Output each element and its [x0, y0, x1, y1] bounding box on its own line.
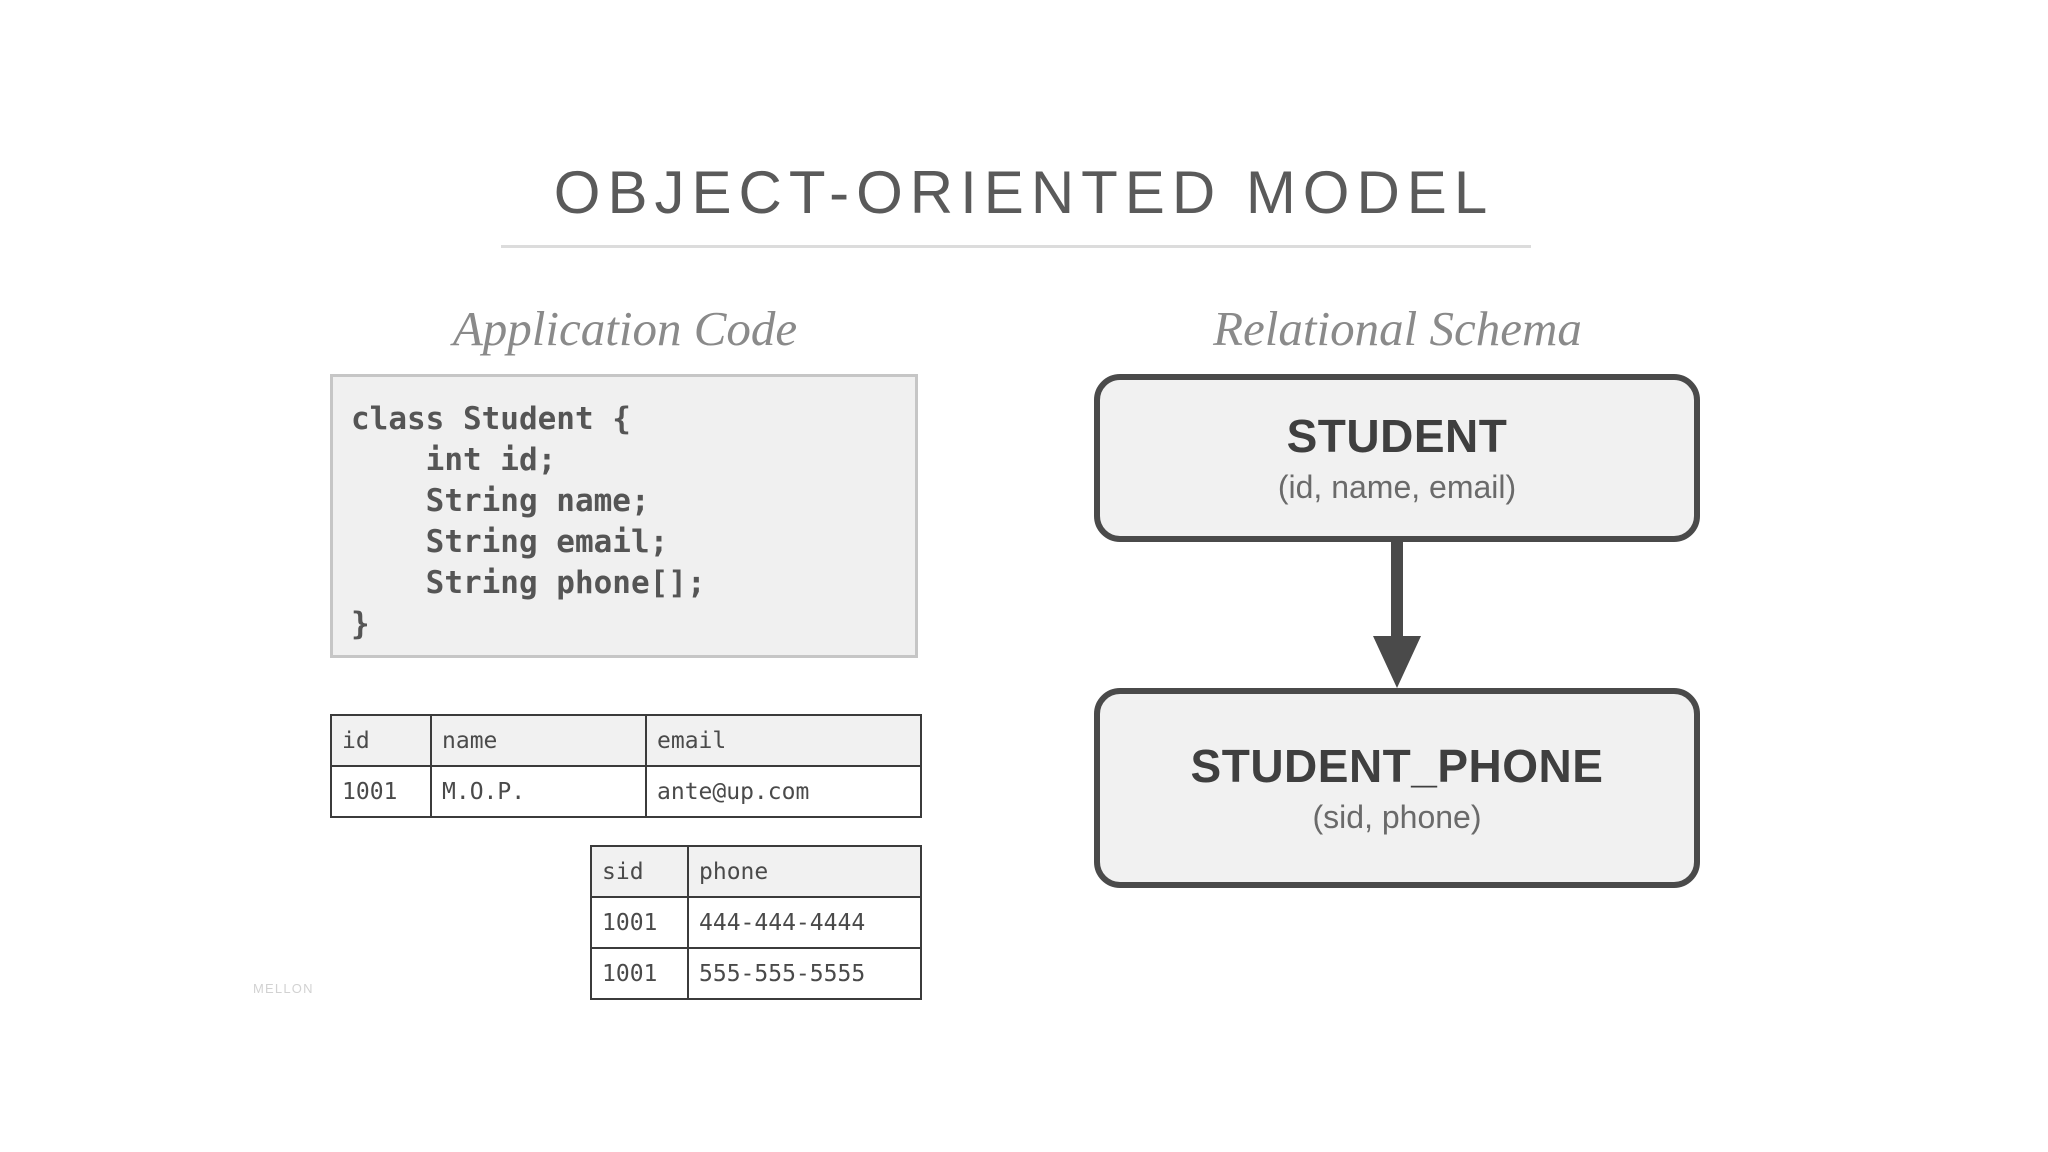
cell-email: ante@up.com	[645, 765, 922, 818]
cell-name: M.O.P.	[430, 765, 647, 818]
column-header-name: name	[430, 714, 647, 767]
cell-sid: 1001	[590, 947, 689, 1000]
relation-attributes: (id, name, email)	[1277, 469, 1517, 506]
table-header-row: sid phone	[590, 845, 922, 898]
application-code-heading: Application Code	[452, 301, 798, 356]
column-header-email: email	[645, 714, 922, 767]
code-block-text: class Student { int id; String name; Str…	[351, 401, 706, 642]
student-instance-table: id name email 1001 M.O.P. ante@up.com	[330, 714, 922, 818]
title-divider	[501, 245, 1531, 248]
cell-phone: 444-444-4444	[687, 896, 922, 949]
table-row: 1001 555-555-5555	[590, 947, 922, 1000]
column-header-id: id	[330, 714, 432, 767]
table-header-row: id name email	[330, 714, 922, 767]
column-header-phone: phone	[687, 845, 922, 898]
table-row: 1001 444-444-4444	[590, 896, 922, 949]
relation-name: STUDENT	[1286, 410, 1508, 463]
table-row: 1001 M.O.P. ante@up.com	[330, 765, 922, 818]
relation-name: STUDENT_PHONE	[1190, 740, 1604, 793]
column-header-sid: sid	[590, 845, 689, 898]
code-block: class Student { int id; String name; Str…	[330, 374, 918, 658]
cell-id: 1001	[330, 765, 432, 818]
arrow-down-icon	[1373, 540, 1421, 688]
watermark: MELLON	[253, 981, 314, 996]
relation-box-student-phone: STUDENT_PHONE (sid, phone)	[1094, 688, 1700, 888]
page-title: OBJECT-ORIENTED MODEL	[553, 159, 1495, 226]
relation-box-student: STUDENT (id, name, email)	[1094, 374, 1700, 542]
student-phone-instance-table: sid phone 1001 444-444-4444 1001 555-555…	[590, 845, 922, 1000]
relational-schema-heading: Relational Schema	[1213, 301, 1582, 356]
cell-phone: 555-555-5555	[687, 947, 922, 1000]
cell-sid: 1001	[590, 896, 689, 949]
relation-attributes: (sid, phone)	[1312, 799, 1482, 836]
